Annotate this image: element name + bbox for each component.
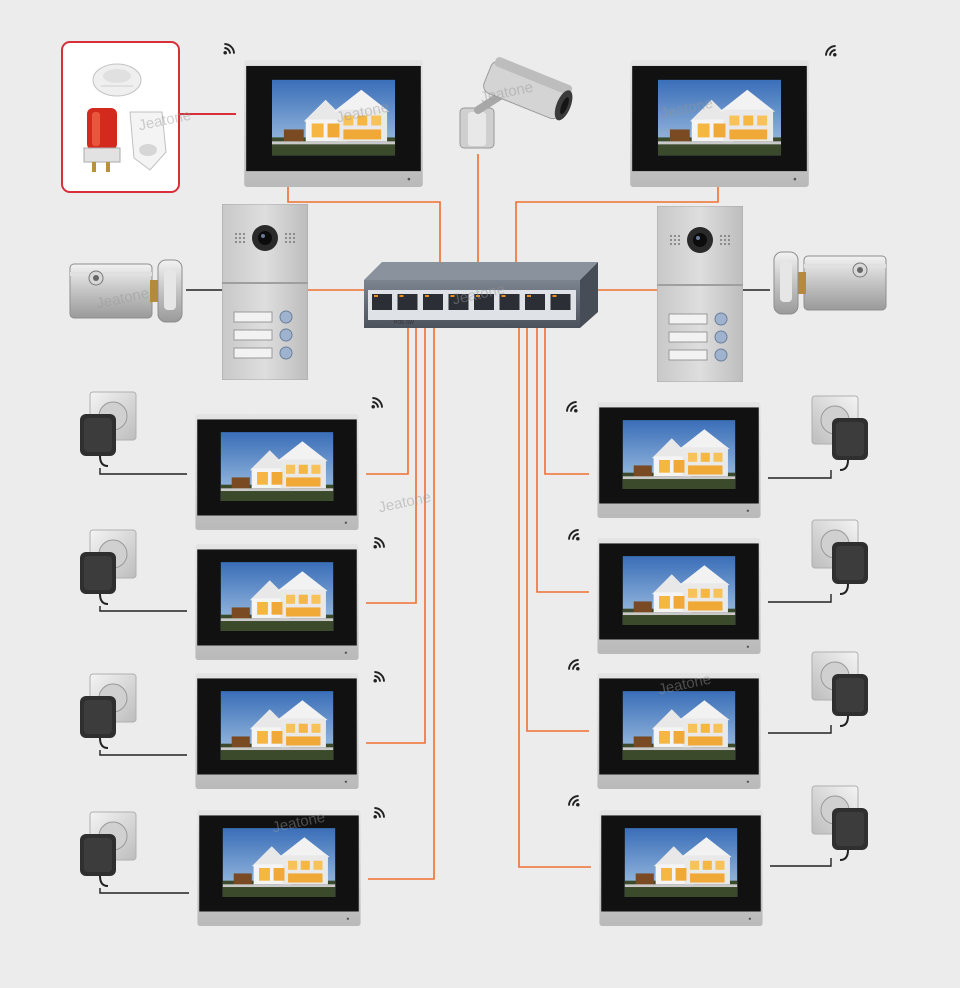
port-led	[399, 295, 404, 297]
indoor-monitor-right-3[interactable]	[597, 673, 761, 789]
power-adapter-icon	[79, 391, 137, 467]
wire-power-l3	[99, 750, 187, 756]
switch-port[interactable]	[474, 294, 494, 310]
switch-port[interactable]	[372, 294, 392, 310]
wifi-icon	[372, 537, 385, 550]
port-led	[374, 295, 378, 297]
wire-top-left-monitor	[287, 186, 441, 262]
wifi-icon	[370, 397, 383, 410]
wifi-icon	[372, 807, 385, 820]
wifi-icon	[566, 401, 579, 414]
power-adapter-icon	[811, 651, 869, 727]
switch-port[interactable]	[397, 294, 418, 310]
indoor-monitor-right-1[interactable]	[597, 402, 761, 518]
wire-power-l1	[99, 468, 187, 475]
wire-right-monitor-4	[518, 328, 591, 868]
switch-port[interactable]	[423, 294, 443, 310]
strobe-siren-icon	[83, 108, 121, 172]
wire-right-monitor-1	[544, 328, 589, 475]
indoor-monitor-left-3[interactable]	[195, 673, 359, 789]
wire-left-monitor-3	[366, 328, 426, 744]
outdoor-station-left[interactable]	[222, 204, 308, 380]
indoor-monitor-top-left[interactable]	[244, 60, 423, 187]
power-wiring	[99, 289, 832, 894]
wifi-icon	[568, 529, 581, 542]
port-led	[450, 295, 455, 297]
indoor-monitor-top-right[interactable]	[630, 60, 809, 187]
wire-power-l2	[99, 606, 187, 612]
switch-port[interactable]	[525, 294, 545, 310]
port-led	[552, 295, 557, 297]
wire-top-right-monitor	[515, 186, 719, 262]
wifi-icon	[568, 795, 581, 808]
switch-ports	[372, 294, 571, 310]
wire-power-l4	[99, 888, 189, 894]
cctv-camera-icon	[459, 57, 573, 149]
power-adapter-icon	[79, 811, 137, 887]
outdoor-station-right[interactable]	[657, 206, 743, 382]
port-led	[527, 295, 531, 297]
switch-port[interactable]	[499, 294, 520, 310]
power-adapter-icon	[811, 519, 869, 595]
wire-left-monitor-2	[366, 328, 417, 604]
wire-power-r3	[768, 725, 832, 734]
switch-label: POE SW	[394, 320, 414, 326]
indoor-monitor-left-4[interactable]	[197, 810, 361, 926]
port-led	[476, 295, 480, 297]
pir-sensor-icon	[129, 111, 167, 171]
wire-left-monitor-4	[368, 328, 435, 880]
switch-port[interactable]	[550, 294, 571, 310]
alarm-kit	[61, 41, 180, 193]
smoke-detector-icon	[92, 63, 142, 97]
wifi-icon	[568, 659, 581, 672]
power-adapter-icon	[79, 673, 137, 749]
port-led	[425, 295, 429, 297]
power-adapter-icon	[811, 395, 869, 471]
electric-lock-left	[69, 259, 183, 323]
wifi-icon	[222, 43, 235, 56]
power-adapter-icon	[79, 529, 137, 605]
wifi-icon	[372, 671, 385, 684]
wire-power-r2	[768, 594, 832, 603]
wiring	[287, 154, 719, 880]
wire-power-r1	[768, 470, 832, 479]
port-led	[501, 295, 506, 297]
wifi-icon	[825, 45, 838, 58]
wire-right-monitor-2	[536, 328, 589, 593]
indoor-monitor-right-2[interactable]	[597, 538, 761, 654]
indoor-monitor-left-2[interactable]	[195, 544, 359, 660]
indoor-monitor-left-1[interactable]	[195, 414, 359, 530]
wire-right-monitor-3	[526, 328, 589, 732]
indoor-monitor-right-4[interactable]	[599, 810, 763, 926]
switch-port[interactable]	[448, 294, 469, 310]
power-adapter-icon	[811, 785, 869, 861]
poe-switch: POE SW	[364, 262, 598, 328]
wire-left-monitor-1	[366, 328, 409, 475]
electric-lock-right	[773, 251, 887, 315]
wire-power-r4	[770, 858, 832, 867]
